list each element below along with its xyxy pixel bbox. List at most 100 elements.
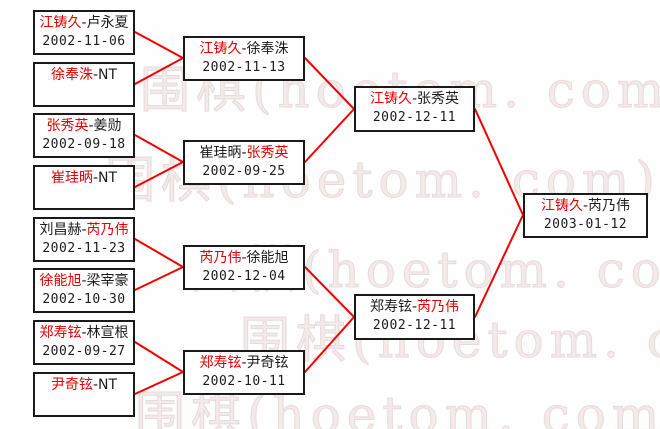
name-separator: - (88, 118, 94, 134)
match-date (35, 395, 133, 413)
name-separator: - (81, 222, 87, 238)
match-r2-m1: 江铸久-徐奉洙 2002-11-13 (183, 36, 305, 81)
match-r1-m7: 郑寿铉-林宣根 2002-09-27 (33, 320, 135, 365)
match-date: 2003-01-12 (543, 217, 628, 232)
match-final: 江铸久-芮乃伟 2003-01-12 (523, 193, 648, 238)
player-name: 郑寿铉 (39, 325, 82, 341)
player-name: 张秀英 (246, 145, 289, 161)
player-name: 徐奉洙 (50, 67, 93, 83)
match-date: 2002-09-27 (42, 344, 126, 359)
bracket-connector (304, 108, 355, 163)
bracket-connector (134, 134, 184, 163)
player-name: 徐能旭 (39, 273, 82, 289)
match-date: 2002-11-06 (42, 34, 126, 49)
match-date: 2002-11-23 (42, 241, 126, 256)
match-r3-m2: 郑寿铉-芮乃伟 2002-12-11 (354, 294, 475, 340)
player-name: 徐能旭 (246, 250, 289, 266)
bracket-connector (304, 57, 355, 110)
name-separator: - (582, 198, 589, 214)
player-name: 江铸久 (39, 15, 82, 31)
match-date: 2002-09-18 (42, 137, 126, 152)
bracket-connector (304, 316, 355, 373)
player-name: 崔珪昞 (199, 145, 242, 161)
match-players: 张秀英-姜勋 (35, 117, 133, 136)
bracket-connector (134, 161, 184, 188)
match-date: 2002-10-30 (42, 292, 126, 307)
match-date: 2002-09-25 (202, 164, 286, 179)
player-name: 卢永夏 (86, 15, 129, 31)
match-players: 芮乃伟-徐能旭 (185, 249, 303, 268)
match-date: 2002-12-11 (372, 318, 457, 333)
player-name: 江铸久 (540, 198, 583, 214)
match-date (35, 85, 133, 103)
match-players: 尹奇铉-NT (35, 376, 133, 395)
player-name: 林宣根 (86, 325, 129, 341)
bracket-connector (134, 341, 184, 373)
name-separator: - (92, 67, 99, 83)
player-name: 刘昌赫 (39, 222, 82, 238)
player-name: 芮乃伟 (588, 198, 631, 214)
match-players: 徐能旭-梁宰豪 (35, 272, 133, 291)
bracket-connector (134, 371, 184, 395)
match-r3-m1: 江铸久-张秀英 2002-12-11 (354, 86, 475, 132)
player-name: 尹奇铉 (50, 377, 93, 393)
match-players: 崔珪昞-张秀英 (185, 144, 303, 163)
match-players: 郑寿铉-芮乃伟 (356, 298, 473, 317)
match-players: 郑寿铉-林宣根 (35, 324, 133, 343)
bracket-connector (474, 214, 524, 318)
player-name: NT (98, 377, 118, 393)
player-name: 江铸久 (199, 41, 242, 57)
player-name: 芮乃伟 (417, 299, 460, 315)
player-name: 尹奇铉 (246, 355, 289, 371)
player-name: 徐奉洙 (246, 41, 289, 57)
match-players: 江铸久-徐奉洙 (185, 40, 303, 59)
player-name: 芮乃伟 (86, 222, 129, 238)
match-date: 2002-11-13 (202, 60, 286, 75)
player-name: 崔珪昞 (50, 170, 93, 186)
match-players: 郑寿铉-尹奇铉 (185, 354, 303, 373)
name-separator: - (241, 41, 247, 57)
player-name: 芮乃伟 (199, 250, 242, 266)
match-r1-m8: 尹奇铉-NT (33, 372, 135, 417)
match-r2-m4: 郑寿铉-尹奇铉 2002-10-11 (183, 350, 305, 395)
name-separator: - (81, 273, 87, 289)
match-r1-m5: 刘昌赫-芮乃伟 2002-11-23 (33, 217, 135, 262)
match-players: 江铸久-芮乃伟 (525, 197, 646, 216)
match-date: 2002-12-11 (372, 110, 457, 125)
player-name: NT (98, 170, 118, 186)
match-r1-m6: 徐能旭-梁宰豪 2002-10-30 (33, 268, 135, 313)
player-name: 张秀英 (417, 91, 460, 107)
player-name: 郑寿铉 (369, 299, 412, 315)
bracket-connector (474, 108, 524, 216)
match-players: 崔珪昞-NT (35, 169, 133, 188)
bracket-connector (134, 31, 184, 59)
player-name: 郑寿铉 (199, 355, 242, 371)
match-date: 2002-10-11 (202, 374, 286, 389)
match-players: 江铸久-卢永夏 (35, 14, 133, 33)
player-name: NT (98, 67, 118, 83)
match-r2-m2: 崔珪昞-张秀英 2002-09-25 (183, 140, 305, 185)
bracket-connector (134, 238, 184, 268)
bracket-connector (304, 266, 355, 318)
match-r1-m2: 徐奉洙-NT (33, 62, 135, 107)
name-separator: - (92, 377, 99, 393)
player-name: 张秀英 (46, 118, 89, 134)
match-r1-m3: 张秀英-姜勋 2002-09-18 (33, 113, 135, 158)
name-separator: - (241, 145, 247, 161)
name-separator: - (81, 325, 87, 341)
match-date: 2002-12-04 (202, 269, 286, 284)
player-name: 江铸久 (369, 91, 412, 107)
match-players: 刘昌赫-芮乃伟 (35, 221, 133, 240)
match-players: 徐奉洙-NT (35, 66, 133, 85)
name-separator: - (241, 355, 247, 371)
player-name: 梁宰豪 (86, 273, 129, 289)
name-separator: - (81, 15, 87, 31)
name-separator: - (92, 170, 99, 186)
bracket-connector (134, 57, 184, 85)
bracket-connector (134, 266, 184, 291)
match-r1-m1: 江铸久-卢永夏 2002-11-06 (33, 10, 135, 55)
match-r1-m4: 崔珪昞-NT (33, 165, 135, 210)
player-name: 姜勋 (93, 118, 122, 134)
